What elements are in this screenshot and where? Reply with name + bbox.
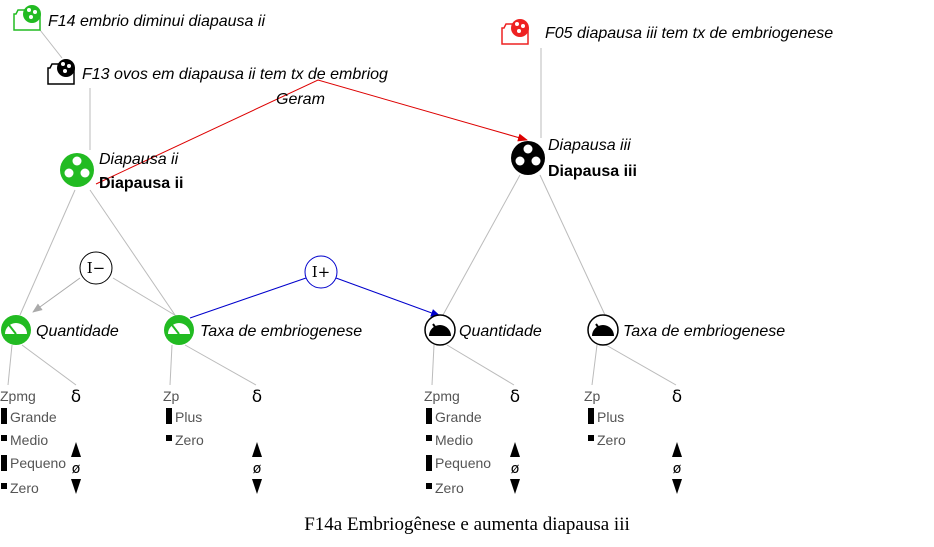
link-f14-f13 [39,29,63,59]
link-quant1-deriv [21,344,77,386]
relation-arrow [95,79,528,185]
quantity-value: Medio [10,432,48,448]
derivative-zero: ø [511,461,520,477]
taxa-ii-gauge-icon[interactable] [164,315,194,345]
derivative-quantidade-iii: δ ø [510,387,520,494]
quantity-space-name: Zpmg [0,388,36,404]
link-d2-quantidade [19,189,76,316]
structure-lines [7,29,677,386]
quantity-space-zpmg-ii: Zpmg Grande Medio Pequeno Zero [0,388,66,496]
derivative-symbol: δ [510,387,520,407]
f14-fragment-icon[interactable] [13,5,41,31]
quantidade-ii-gauge-icon[interactable] [1,315,31,345]
figure-caption: F14a Embriogênese e aumenta diapausa iii [304,514,630,535]
quantity-space-zp-iii: Zp Plus Zero [584,388,626,448]
relation-label: Geram [276,91,325,108]
quantity-value: Zero [435,480,464,496]
quantity-value: Zero [175,432,204,448]
derivative-quantidade-ii: δ ø [71,387,81,494]
derivative-symbol: δ [252,387,262,407]
derivative-symbol: δ [71,387,81,407]
f14-fragment-label: F14 embrio diminui diapausa ii [48,13,265,30]
f13-fragment-icon[interactable] [47,59,75,85]
quantity-value: Plus [597,409,624,425]
quantidade-ii-label: Quantidade [36,323,119,340]
derivative-taxa-ii: δ ø [252,387,262,494]
influence-pos-to-quantidade [335,277,441,317]
link-taxa1-deriv [184,344,257,386]
f05-fragment-label: F05 diapausa iii tem tx de embriogenese [545,25,833,42]
influence-neg-from-taxa [112,277,179,318]
negative-influence-label: I− [87,259,106,277]
negative-influence-node[interactable]: I− [79,251,113,285]
f13-fragment-label: F13 ovos em diapausa ii tem tx de embrio… [82,66,388,83]
derivative-zero: ø [673,461,682,477]
link-taxa2-space [591,344,598,386]
positive-influence-label: I+ [312,263,331,281]
link-quant1-space [7,344,13,386]
link-quant2-space [431,344,435,386]
link-d2-taxa [89,189,176,316]
quantity-value: Pequeno [10,455,66,471]
taxa-ii-label: Taxa de embriogenese [200,323,362,340]
quantity-value: Grande [435,409,482,425]
positive-influence-node[interactable]: I+ [304,255,338,289]
influence-pos-from-taxa [189,277,307,319]
diapausa-ii-label-bold: Diapausa ii [99,175,183,192]
link-d3-quantidade [442,174,521,316]
quantidade-iii-gauge-icon[interactable] [424,314,456,346]
taxa-iii-gauge-icon[interactable] [587,314,619,346]
diapausa-iii-label-italic: Diapausa iii [548,137,631,154]
diapausa-ii-entity-icon[interactable] [60,153,94,187]
quantity-space-zp-ii: Zp Plus Zero [163,388,204,448]
quantity-space-zpmg-iii: Zpmg Grande Medio Pequeno Zero [424,388,491,496]
quantity-space-name: Zpmg [424,388,460,404]
quantidade-iii-label: Quantidade [459,323,542,340]
quantity-space-name: Zp [163,388,180,404]
quantity-value: Zero [10,480,39,496]
quantity-value: Plus [175,409,202,425]
link-taxa1-space [169,344,173,386]
link-quant2-deriv [446,344,515,386]
quantity-value: Zero [597,432,626,448]
quantity-value: Medio [435,432,473,448]
derivative-zero: ø [72,461,81,477]
derivative-taxa-iii: δ ø [672,387,682,494]
derivative-zero: ø [253,461,262,477]
quantity-value: Pequeno [435,455,491,471]
link-d3-taxa [539,174,606,316]
diapausa-iii-label-bold: Diapausa iii [548,163,637,180]
quantity-value: Grande [10,409,57,425]
diapausa-iii-entity-icon[interactable] [511,141,545,175]
taxa-iii-label: Taxa de embriogenese [623,323,785,340]
influence-neg-to-quantidade [32,277,81,313]
quantity-space-name: Zp [584,388,601,404]
f05-fragment-icon[interactable] [501,19,529,45]
link-taxa2-deriv [605,344,677,386]
derivative-symbol: δ [672,387,682,407]
diapausa-ii-label-italic: Diapausa ii [99,151,179,168]
